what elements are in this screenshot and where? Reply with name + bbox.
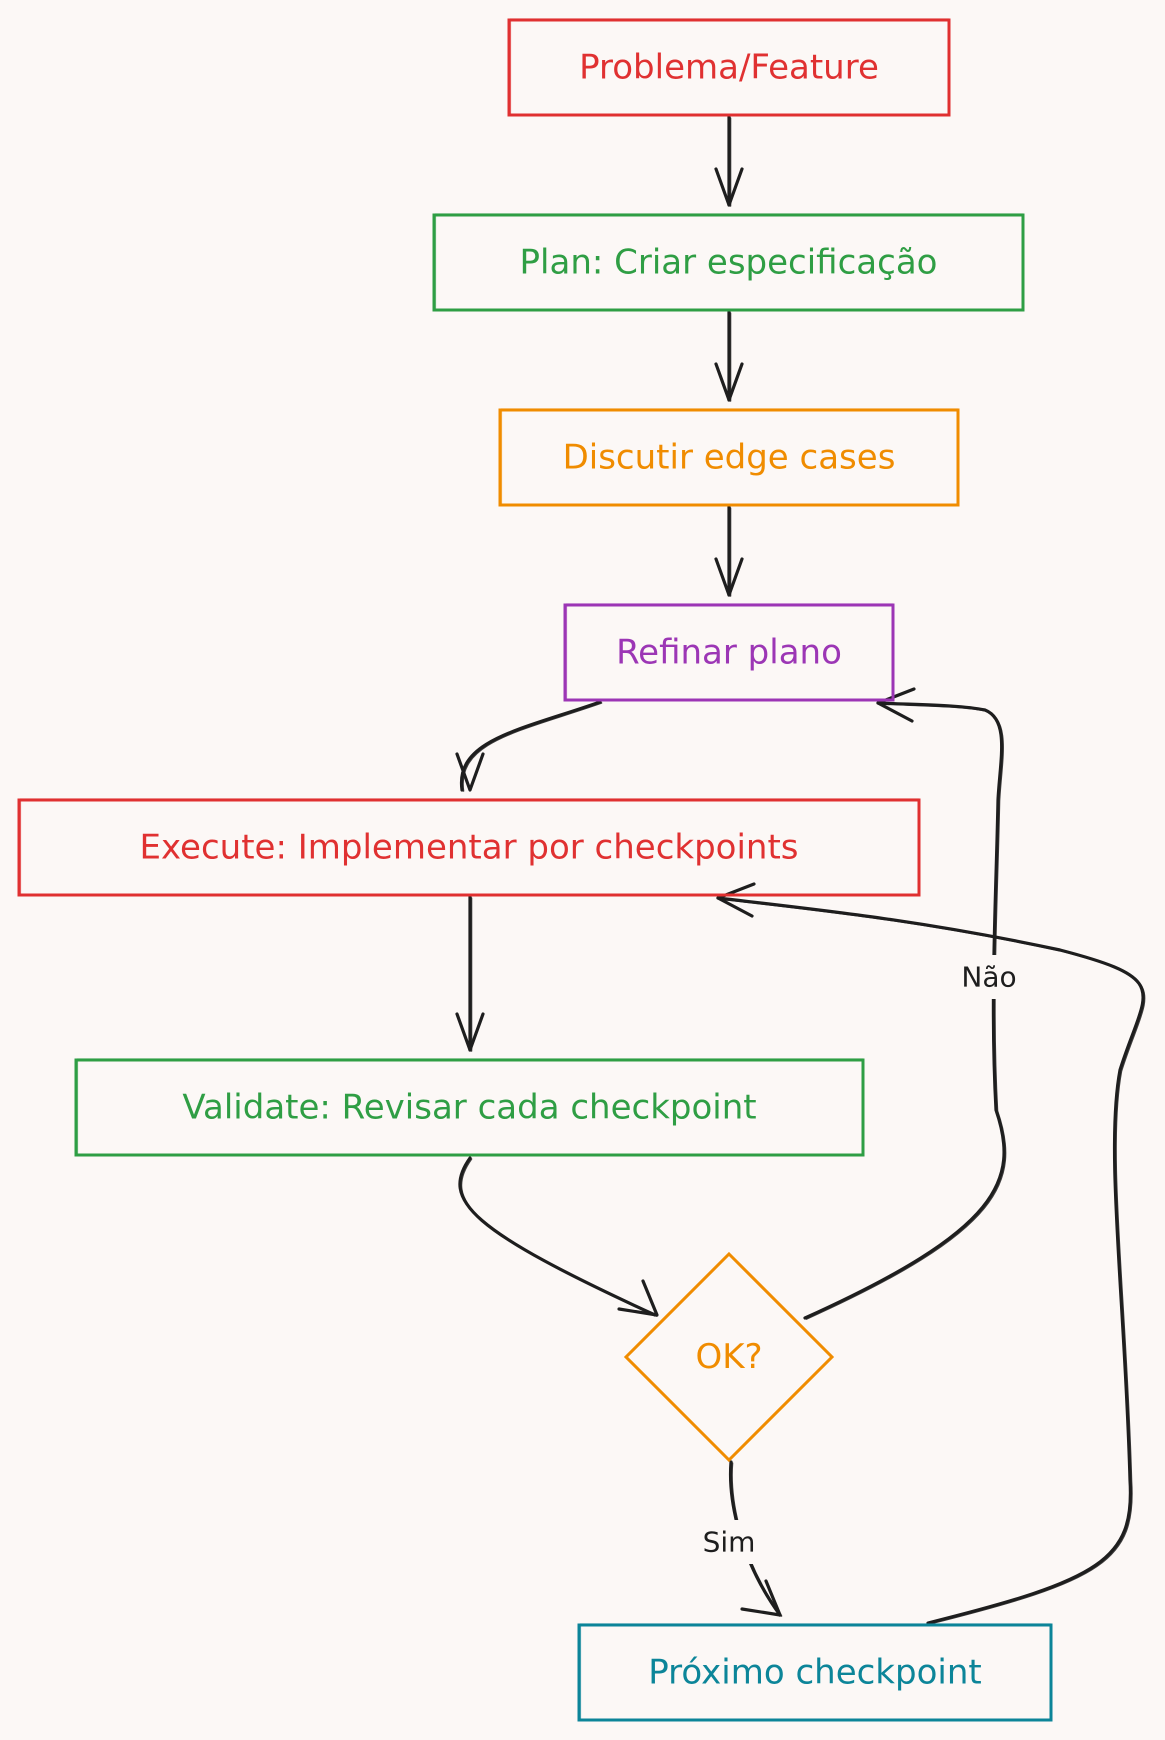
node-box-sketch: [509, 18, 950, 117]
arrowhead: [740, 1579, 782, 1617]
node-ok: OK?: [623, 1251, 835, 1463]
edges-layer: [455, 115, 1146, 1625]
edge-discutir-refinar: [714, 505, 744, 597]
node-box-sketch: [500, 408, 959, 507]
edge-line-sketch: [460, 1158, 658, 1317]
node-discutir: Discutir edge cases: [498, 408, 960, 507]
edge-line: [803, 701, 1006, 1320]
edge-label-bg: [689, 1520, 769, 1564]
node-box-sketch: [434, 213, 1024, 312]
edge-label-bg: [949, 955, 1029, 999]
node-execute: Execute: Implementar por checkpoints: [17, 798, 921, 897]
node-label: Validate: Revisar cada checkpoint: [182, 1088, 756, 1128]
node-refinar: Refinar plano: [563, 603, 895, 702]
node-box-sketch: [19, 798, 920, 897]
node-box-sketch: [76, 1058, 864, 1157]
edge-problema-plan: [714, 115, 744, 207]
arrowhead: [455, 1012, 485, 1052]
edge-label-ok-refinar: Não: [961, 961, 1016, 994]
node-label: Execute: Implementar por checkpoints: [140, 828, 799, 868]
edge-proximo-execute: [716, 882, 1146, 1625]
arrowhead: [876, 687, 916, 723]
edge-plan-discutir: [714, 310, 744, 402]
edge-execute-validate: [455, 895, 485, 1052]
node-label: Plan: Criar especificação: [520, 243, 938, 283]
node-box-sketch: [579, 1623, 1052, 1722]
decision-diamond: [623, 1251, 835, 1463]
node-label: OK?: [695, 1337, 762, 1377]
node-label: Problema/Feature: [579, 48, 879, 88]
node-label: Refinar plano: [616, 633, 842, 673]
edge-line: [716, 896, 1145, 1625]
arrowhead: [714, 167, 744, 207]
edge-refinar-execute: [455, 700, 603, 792]
edge-line-sketch: [718, 898, 1146, 1625]
edge-validate-ok: [458, 1156, 659, 1317]
arrowhead: [714, 557, 744, 597]
edge-label-ok-proximo: Sim: [703, 1526, 756, 1559]
node-label: Próximo checkpoint: [648, 1653, 981, 1693]
edge-line: [459, 700, 602, 792]
node-box-sketch: [565, 603, 894, 702]
node-proximo: Próximo checkpoint: [577, 1623, 1053, 1722]
edge-line-sketch: [805, 703, 1007, 1320]
node-problema: Problema/Feature: [507, 18, 951, 117]
arrowhead: [455, 752, 485, 792]
edge-line: [458, 1156, 657, 1317]
arrowhead: [714, 362, 744, 402]
node-validate: Validate: Revisar cada checkpoint: [74, 1058, 865, 1157]
node-label: Discutir edge cases: [563, 438, 896, 478]
node-plan: Plan: Criar especificação: [432, 213, 1025, 312]
arrowhead: [716, 882, 756, 918]
edge-ok-refinar: [803, 687, 1007, 1320]
arrowhead: [617, 1279, 659, 1317]
